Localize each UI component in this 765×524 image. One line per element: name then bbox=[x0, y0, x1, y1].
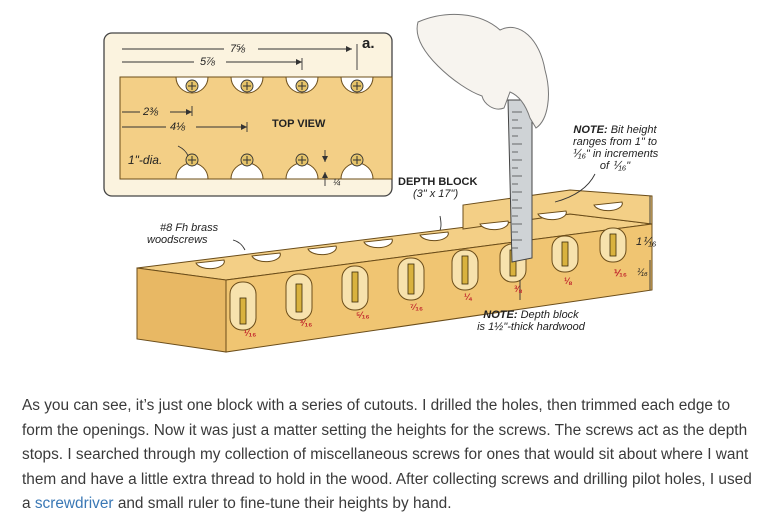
hole-diameter: 1"-dia. bbox=[128, 153, 163, 167]
depth-block-title: DEPTH BLOCK bbox=[398, 176, 478, 188]
inset-label: a. bbox=[362, 35, 375, 52]
paragraph-text-before: As you can see, it’s just one block with… bbox=[22, 397, 752, 513]
note-block-line2: is 1½"-thick hardwood bbox=[477, 321, 585, 333]
hand-illustration bbox=[416, 13, 549, 129]
dim-overall: 7⅝ bbox=[230, 43, 246, 55]
screws-label-line1: #8 Fh brass bbox=[160, 222, 219, 234]
note-bit-line2: ranges from 1" to bbox=[573, 136, 657, 148]
hole-mark-4: ⁷⁄₁₆ bbox=[410, 302, 423, 312]
note-block-thickness: NOTE: Depth block is 1½"-thick hardwood bbox=[466, 309, 596, 333]
note-bit-line4: of ⅟₁₆" bbox=[599, 160, 631, 172]
hole-mark-2: ³⁄₁₆ bbox=[300, 318, 312, 328]
inset-top-view-panel bbox=[103, 32, 393, 197]
screwdriver-link[interactable]: screwdriver bbox=[34, 495, 114, 513]
depth-block-illustration: ¹⁄₁₆ ³⁄₁₆ ⁵⁄₁₆ ⁷⁄₁₆ ¼ ⅜ ⅛ ⅟₁₆ a. 7⅝ 5⅞ 2… bbox=[103, 13, 670, 353]
height-dimension: 1⅟₁₆ bbox=[636, 236, 657, 248]
hole-mark-7: ⅛ bbox=[564, 276, 572, 286]
note-bit-height: NOTE: Bit height ranges from 1" to ⅟₁₆" … bbox=[560, 124, 670, 172]
hole-mark-3: ⁵⁄₁₆ bbox=[356, 310, 370, 320]
ruler bbox=[507, 99, 533, 263]
height-small: ⅟₁₆ bbox=[636, 267, 648, 277]
dim-left: 2⅜ bbox=[143, 106, 159, 118]
note-bit-line3: ⅟₁₆" in increments bbox=[571, 148, 659, 160]
note-bit-bold: NOTE: bbox=[573, 124, 608, 136]
dim-middle: 4⅛ bbox=[170, 121, 186, 133]
hole-mark-8: ⅟₁₆ bbox=[614, 268, 627, 278]
illustration-drawing: ¹⁄₁₆ ³⁄₁₆ ⁵⁄₁₆ ⁷⁄₁₆ ¼ ⅜ ⅛ ⅟₁₆ bbox=[103, 13, 653, 353]
paragraph-text-after: and small ruler to fine-tune their heigh… bbox=[117, 495, 452, 513]
hole-mark-6: ⅜ bbox=[514, 284, 522, 294]
note-block-bold: NOTE: bbox=[483, 309, 518, 321]
depth-block bbox=[136, 13, 653, 353]
view-label: TOP VIEW bbox=[272, 118, 326, 130]
hole-mark-5: ¼ bbox=[464, 292, 473, 302]
dim-second: 5⅞ bbox=[200, 56, 216, 68]
note-bit-line1: Bit height bbox=[610, 124, 657, 136]
note-block-line1: Depth block bbox=[520, 309, 579, 321]
offset-label: ¼ bbox=[333, 177, 341, 187]
screws-label-line2: woodscrews bbox=[147, 234, 208, 246]
depth-block-size: (3" x 17") bbox=[413, 188, 459, 200]
hole-mark-1: ¹⁄₁₆ bbox=[244, 328, 256, 338]
article-paragraph: As you can see, it’s just one block with… bbox=[22, 394, 752, 517]
